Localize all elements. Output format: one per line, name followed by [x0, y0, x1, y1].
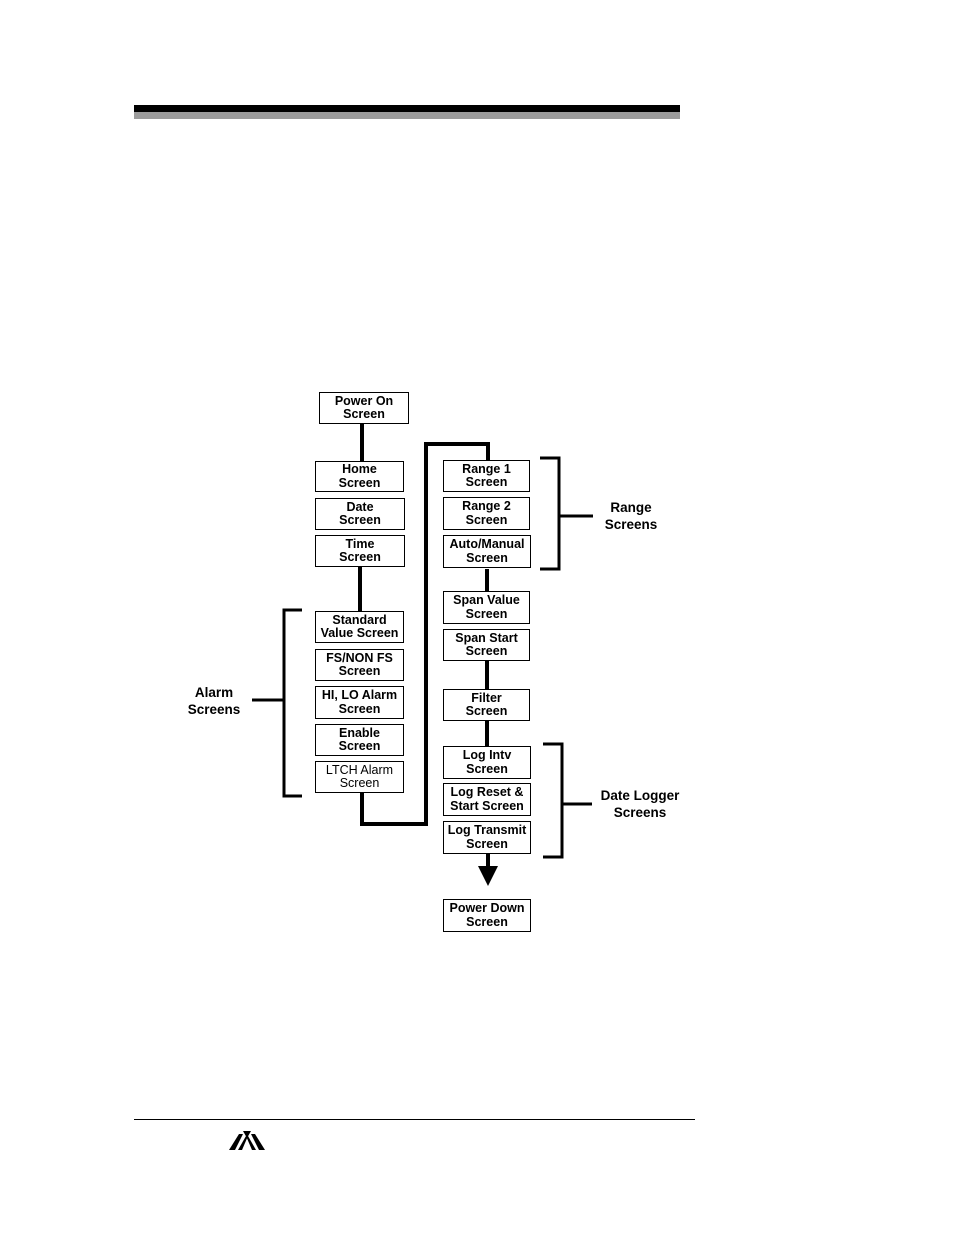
power-down-screen-box: Power Down Screen	[443, 899, 531, 932]
range-1-screen-box: Range 1 Screen	[443, 460, 530, 492]
date-screen-box: Date Screen	[315, 498, 405, 530]
alarm-bracket	[282, 608, 302, 798]
teledyne-logo-icon	[229, 1131, 265, 1150]
date-logger-bracket	[543, 742, 564, 859]
alarm-screens-label: Alarm Screens	[187, 685, 241, 717]
power-on-screen-box: Power On Screen	[319, 392, 409, 424]
date-logger-screens-label: Date Logger Screens	[600, 788, 680, 820]
header-rule	[134, 105, 680, 112]
home-screen-box: Home Screen	[315, 461, 404, 492]
arrow-down-icon	[478, 866, 498, 886]
standard-value-screen-box: Standard Value Screen	[315, 611, 404, 643]
log-reset-start-screen-box: Log Reset & Start Screen	[443, 783, 531, 816]
span-start-screen-box: Span Start Screen	[443, 629, 530, 661]
auto-manual-screen-box: Auto/Manual Screen	[443, 535, 531, 568]
log-intv-screen-box: Log Intv Screen	[443, 746, 531, 779]
enable-screen-box: Enable Screen	[315, 724, 404, 756]
log-transmit-screen-box: Log Transmit Screen	[443, 821, 531, 854]
fs-non-fs-screen-box: FS/NON FS Screen	[315, 649, 404, 681]
range-2-screen-box: Range 2 Screen	[443, 497, 530, 530]
ltch-alarm-screen-box: LTCH Alarm Screen	[315, 761, 404, 793]
hi-lo-alarm-screen-box: HI, LO Alarm Screen	[315, 686, 404, 719]
range-screens-label: Range Screens	[604, 500, 658, 532]
filter-screen-box: Filter Screen	[443, 689, 530, 721]
range-bracket	[540, 456, 561, 571]
footer-rule	[134, 1119, 695, 1120]
connector-ltch-range1	[360, 442, 490, 826]
header-rule-shadow	[134, 112, 680, 119]
span-value-screen-box: Span Value Screen	[443, 591, 530, 624]
time-screen-box: Time Screen	[315, 535, 405, 567]
